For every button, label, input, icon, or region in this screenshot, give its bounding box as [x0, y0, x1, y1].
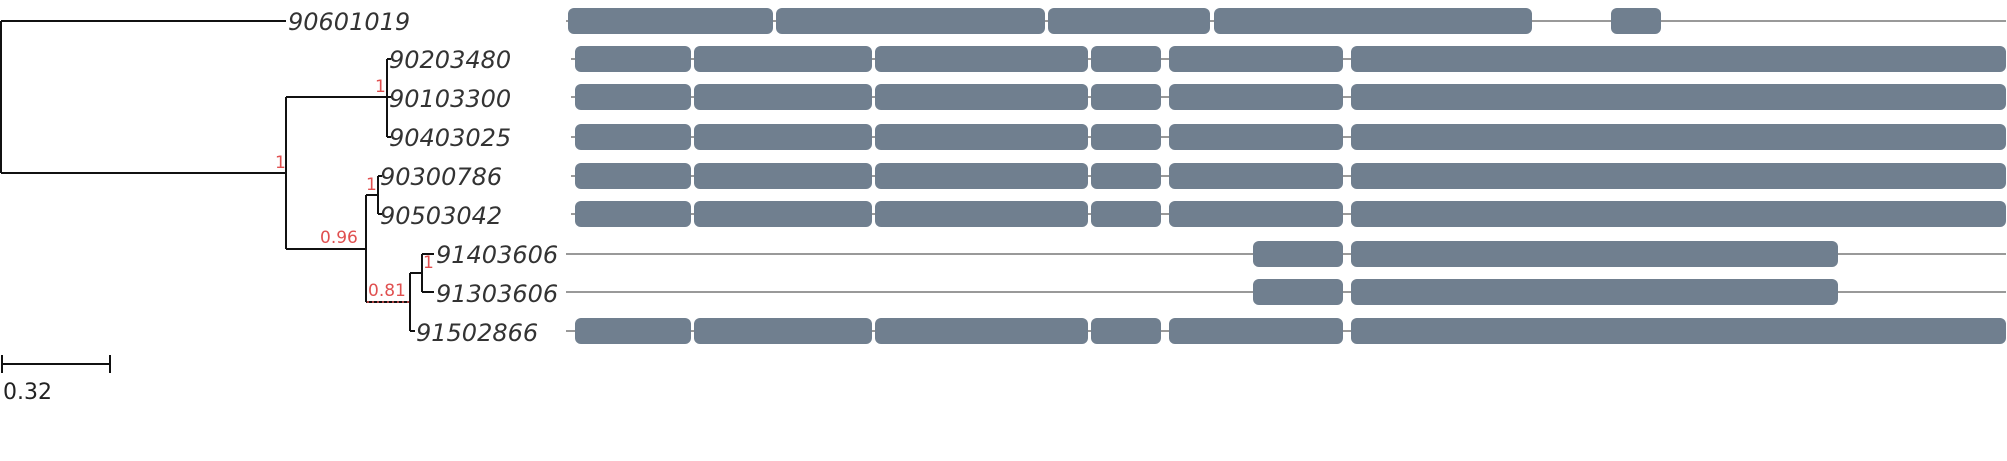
- exon-block: [694, 201, 872, 227]
- leaf-label: 90403025: [389, 124, 511, 152]
- exon-block: [1351, 279, 1838, 305]
- tree-branches: [0, 20, 434, 332]
- exon-block: [575, 46, 691, 72]
- exon-block: [1091, 318, 1161, 344]
- exon-block: [568, 8, 773, 34]
- exon-block: [694, 84, 872, 110]
- exon-block: [694, 46, 872, 72]
- leaf-label: 90601019: [288, 8, 410, 36]
- leaf-labels: 90601019 90203480 90103300 90403025 9030…: [288, 8, 558, 347]
- exon-block: [1169, 46, 1343, 72]
- exon-block: [1169, 163, 1343, 189]
- exon-block: [875, 201, 1088, 227]
- scale-bar: 0.32: [1, 355, 111, 405]
- exon-block: [1351, 46, 2006, 72]
- exon-block: [875, 124, 1088, 150]
- exon-block: [575, 84, 691, 110]
- leaf-label: 90503042: [380, 202, 502, 230]
- leaf-label: 91502866: [416, 319, 538, 347]
- support-value: 0.81: [368, 281, 406, 301]
- support-value: 1: [366, 175, 377, 195]
- exon-block: [1253, 241, 1343, 267]
- exon-block: [1611, 8, 1661, 34]
- exon-block: [1048, 8, 1210, 34]
- exon-block: [1351, 201, 2006, 227]
- support-value: 1: [423, 253, 434, 273]
- leaf-label: 90103300: [389, 85, 511, 113]
- exon-block: [875, 163, 1088, 189]
- leaf-label: 90300786: [380, 163, 502, 191]
- leaf-label: 91403606: [436, 241, 558, 269]
- exon-block: [1214, 8, 1532, 34]
- exon-block: [1169, 124, 1343, 150]
- exon-block: [1091, 201, 1161, 227]
- exon-block: [694, 124, 872, 150]
- exon-block: [575, 124, 691, 150]
- exon-block: [1169, 84, 1343, 110]
- exon-block: [1091, 163, 1161, 189]
- exon-block: [1351, 318, 2006, 344]
- exon-block: [1091, 124, 1161, 150]
- exon-block: [575, 318, 691, 344]
- exon-tracks: [566, 8, 2006, 344]
- exon-block: [1351, 124, 2006, 150]
- exon-block: [1351, 84, 2006, 110]
- exon-block: [1091, 84, 1161, 110]
- support-value: 0.96: [320, 228, 358, 248]
- exon-block: [1253, 279, 1343, 305]
- exon-block: [694, 318, 872, 344]
- leaf-label: 91303606: [436, 280, 558, 308]
- leaf-label: 90203480: [389, 46, 511, 74]
- exon-block: [875, 46, 1088, 72]
- exon-block: [575, 163, 691, 189]
- exon-block: [694, 163, 872, 189]
- exon-block: [776, 8, 1045, 34]
- exon-block: [575, 201, 691, 227]
- exon-block: [1351, 241, 1838, 267]
- scale-bar-label: 0.32: [3, 380, 52, 405]
- exon-block: [1169, 201, 1343, 227]
- support-value: 1: [375, 77, 386, 97]
- exon-block: [875, 318, 1088, 344]
- exon-block: [1091, 46, 1161, 72]
- exon-block: [1351, 163, 2006, 189]
- exon-block: [875, 84, 1088, 110]
- support-value: 1: [275, 153, 286, 173]
- support-values: 1 1 1 0.96 1 0.81: [275, 77, 434, 301]
- exon-block: [1169, 318, 1343, 344]
